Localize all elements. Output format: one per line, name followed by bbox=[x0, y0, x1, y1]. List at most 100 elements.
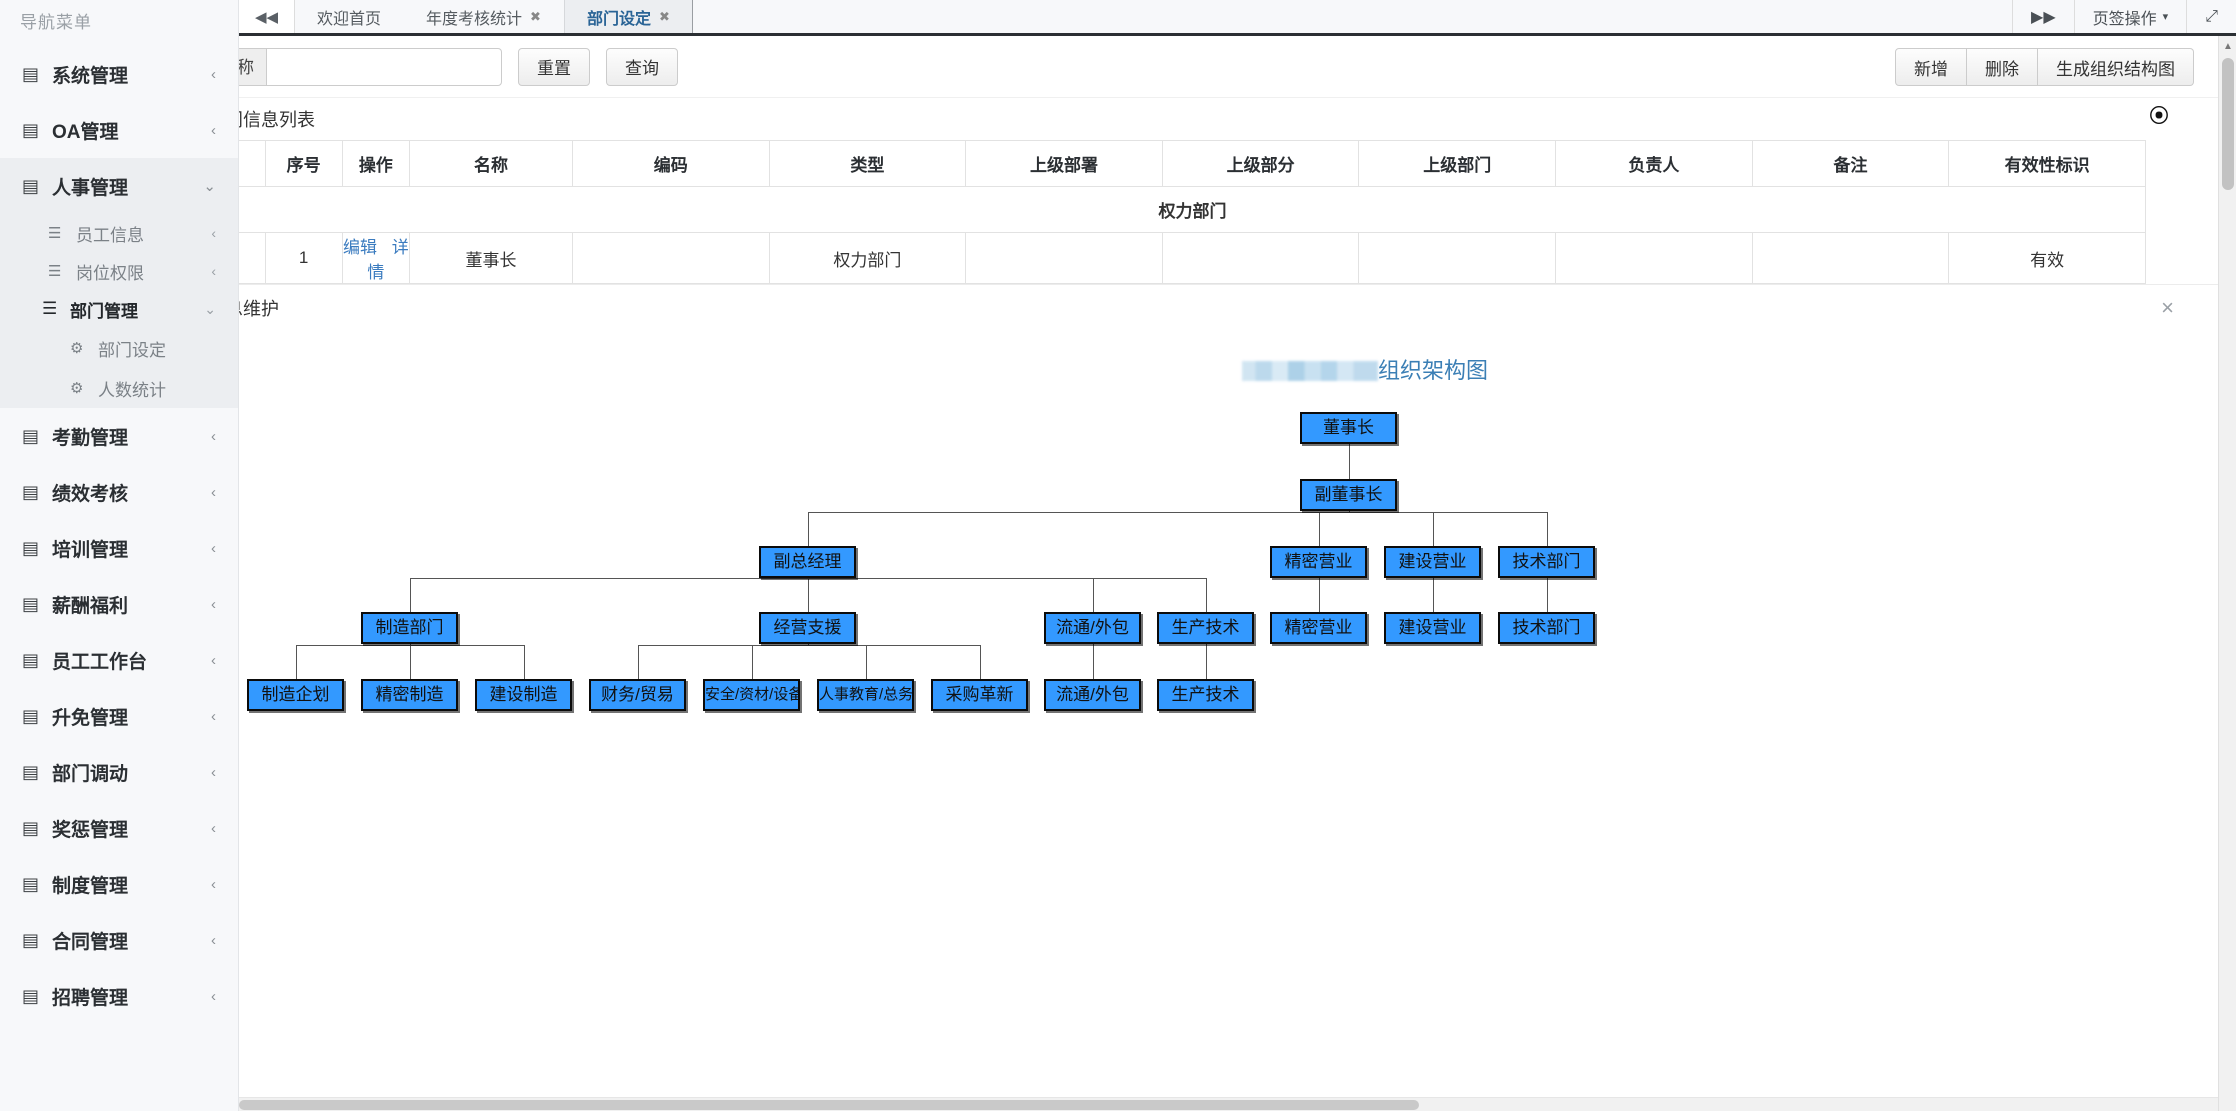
tab-annual-review-stats[interactable]: 年度考核统计 ✖ bbox=[404, 0, 564, 33]
sidebar-subitem-post-permission[interactable]: ☰ 岗位权限 ‹ bbox=[0, 252, 238, 290]
sidebar-item-employee-workbench[interactable]: ▤ 员工工作台 ‹ bbox=[0, 632, 238, 688]
reset-button[interactable]: 重置 bbox=[518, 47, 590, 86]
tabs-scroll-left-button[interactable]: ◀◀ bbox=[239, 0, 295, 33]
header-parent-dept: 上级部门 bbox=[1358, 140, 1557, 187]
sidebar-item-training-management[interactable]: ▤ 培训管理 ‹ bbox=[0, 520, 238, 576]
sidebar-item-policy-management[interactable]: ▤ 制度管理 ‹ bbox=[0, 856, 238, 912]
sidebar-item-attendance-management[interactable]: ▤ 考勤管理 ‹ bbox=[0, 408, 238, 464]
org-chart-node[interactable]: 生产技术 bbox=[1157, 679, 1254, 711]
fullscreen-button[interactable]: ⤢ bbox=[2186, 0, 2236, 33]
table-group-row[interactable]: 权力部门 bbox=[239, 186, 2146, 233]
chevron-left-icon: ‹ bbox=[211, 65, 216, 83]
org-chart-node[interactable]: 精密营业 bbox=[1270, 546, 1367, 578]
header-parent-deploy: 上级部署 bbox=[965, 140, 1163, 187]
org-chart-node[interactable]: 安全/资材/设备 bbox=[703, 679, 800, 711]
tab-welcome-home[interactable]: 欢迎首页 bbox=[295, 0, 404, 33]
add-button[interactable]: 新增 bbox=[1895, 48, 1967, 86]
tab-department-setting[interactable]: 部门设定 ✖ bbox=[563, 0, 693, 33]
chevron-down-icon: ⌄ bbox=[203, 178, 216, 195]
generate-org-chart-button[interactable]: 生成组织结构图 bbox=[2038, 48, 2194, 86]
header-select-all[interactable] bbox=[239, 140, 266, 187]
header-name: 名称 bbox=[409, 140, 573, 187]
org-chart-connector bbox=[1092, 644, 1094, 679]
close-icon[interactable]: × bbox=[2161, 295, 2174, 320]
org-chart-node[interactable]: 副董事长 bbox=[1300, 479, 1397, 511]
org-chart-connector bbox=[807, 644, 809, 645]
sidebar-subitem-department-management[interactable]: ☰ 部门管理 ⌄ bbox=[0, 290, 238, 328]
book-icon: ▤ bbox=[22, 119, 40, 140]
org-chart-connector bbox=[1318, 512, 1320, 546]
sidebar-leaf-headcount-stats[interactable]: ⚙ 人数统计 bbox=[0, 368, 238, 408]
chevron-left-icon: ‹ bbox=[211, 121, 216, 139]
edit-link[interactable]: 编辑 bbox=[342, 238, 377, 257]
chevron-left-icon: ‹ bbox=[211, 819, 216, 837]
org-chart-title: 组织架构图 bbox=[1242, 353, 1488, 385]
vertical-scrollbar[interactable]: ▲ bbox=[2218, 36, 2236, 1111]
org-chart-node[interactable]: 制造部门 bbox=[361, 612, 458, 644]
collapse-toggle-icon[interactable]: ⦿ bbox=[2149, 106, 2169, 127]
row-checkbox-cell[interactable] bbox=[239, 232, 266, 284]
row-owner bbox=[1555, 232, 1753, 284]
sidebar-item-label: 招聘管理 bbox=[52, 987, 129, 1009]
chevron-left-icon: ‹ bbox=[211, 931, 216, 949]
sidebar-item-system-management[interactable]: ▤ 系统管理 ‹ bbox=[0, 46, 238, 102]
org-chart-connector bbox=[865, 645, 867, 679]
org-chart-node[interactable]: 制造企划 bbox=[247, 679, 344, 711]
org-chart-node[interactable]: 人事教育/总务 bbox=[817, 679, 914, 711]
query-button[interactable]: 查询 bbox=[606, 47, 678, 86]
org-chart-node[interactable]: 副总经理 bbox=[759, 546, 856, 578]
sidebar-item-hr-management[interactable]: ▤ 人事管理 ⌄ bbox=[0, 158, 238, 214]
tabs-scroll-right-button[interactable]: ▶▶ bbox=[2012, 0, 2074, 33]
org-chart-connector bbox=[1205, 578, 1207, 612]
org-chart-node[interactable]: 经营支援 bbox=[759, 612, 856, 644]
book-icon: ▤ bbox=[22, 873, 40, 894]
horizontal-scrollbar[interactable] bbox=[239, 1097, 2218, 1111]
sidebar-item-label: 系统管理 bbox=[52, 65, 129, 87]
detail-link[interactable]: 详情 bbox=[367, 238, 409, 282]
list-icon: ☰ bbox=[42, 299, 58, 318]
sidebar-item-reward-punishment[interactable]: ▤ 奖惩管理 ‹ bbox=[0, 800, 238, 856]
sidebar-item-promotion-management[interactable]: ▤ 升免管理 ‹ bbox=[0, 688, 238, 744]
vertical-scrollbar-thumb[interactable] bbox=[2222, 58, 2234, 190]
sidebar-item-label: 培训管理 bbox=[52, 539, 129, 561]
org-chart-connector bbox=[1205, 644, 1207, 679]
org-chart-node[interactable]: 建设制造 bbox=[475, 679, 572, 711]
chevron-left-icon: ‹ bbox=[211, 263, 216, 279]
page-action-menu[interactable]: 页签操作 ▾ bbox=[2073, 0, 2187, 33]
sidebar-leaf-department-setting[interactable]: ⚙ 部门设定 bbox=[0, 328, 238, 368]
sidebar-item-department-transfer[interactable]: ▤ 部门调动 ‹ bbox=[0, 744, 238, 800]
chevron-left-icon: ‹ bbox=[211, 707, 216, 725]
sidebar-item-recruitment-management[interactable]: ▤ 招聘管理 ‹ bbox=[0, 968, 238, 1024]
org-chart-node[interactable]: 流通/外包 bbox=[1044, 679, 1141, 711]
org-chart-node[interactable]: 流通/外包 bbox=[1044, 612, 1141, 644]
org-chart-node[interactable]: 董事长 bbox=[1300, 412, 1397, 444]
close-icon[interactable]: ✖ bbox=[658, 8, 670, 24]
org-chart-node[interactable]: 建设营业 bbox=[1384, 612, 1481, 644]
delete-button[interactable]: 删除 bbox=[1967, 48, 2038, 86]
sidebar-item-contract-management[interactable]: ▤ 合同管理 ‹ bbox=[0, 912, 238, 968]
org-chart-node[interactable]: 精密营业 bbox=[1270, 612, 1367, 644]
book-icon: ▤ bbox=[22, 481, 40, 502]
book-icon: ▤ bbox=[22, 593, 40, 614]
org-chart-node[interactable]: 技术部门 bbox=[1498, 612, 1595, 644]
sidebar-subitem-employee-info[interactable]: ☰ 员工信息 ‹ bbox=[0, 214, 238, 252]
org-chart-node[interactable]: 采购革新 bbox=[931, 679, 1028, 711]
org-chart-node[interactable]: 财务/贸易 bbox=[589, 679, 686, 711]
table-row[interactable]: 1 编辑 详情 董事长 权力部门 有效 bbox=[239, 232, 2146, 284]
scroll-up-icon[interactable]: ▲ bbox=[2223, 41, 2233, 52]
row-ops[interactable]: 编辑 详情 bbox=[341, 232, 411, 284]
sidebar-item-label: OA管理 bbox=[52, 121, 119, 143]
fullscreen-icon: ⤢ bbox=[2205, 7, 2218, 25]
sidebar-item-compensation-benefits[interactable]: ▤ 薪酬福利 ‹ bbox=[0, 576, 238, 632]
chevron-left-icon: ‹ bbox=[211, 539, 216, 557]
org-chart-node[interactable]: 技术部门 bbox=[1498, 546, 1595, 578]
org-chart-node[interactable]: 生产技术 bbox=[1157, 612, 1254, 644]
close-icon[interactable]: ✖ bbox=[530, 8, 541, 24]
search-input[interactable] bbox=[266, 47, 502, 86]
sidebar-group-hr: ▤ 人事管理 ⌄ ☰ 员工信息 ‹ ☰ 岗位权限 ‹ ☰ 部门管理 ⌄ ⚙ bbox=[0, 158, 238, 408]
org-chart-node[interactable]: 建设营业 bbox=[1384, 546, 1481, 578]
org-chart-node[interactable]: 精密制造 bbox=[361, 679, 458, 711]
sidebar-item-performance-review[interactable]: ▤ 绩效考核 ‹ bbox=[0, 464, 238, 520]
sidebar-item-oa-management[interactable]: ▤ OA管理 ‹ bbox=[0, 102, 238, 158]
horizontal-scrollbar-thumb[interactable] bbox=[239, 1100, 1419, 1110]
